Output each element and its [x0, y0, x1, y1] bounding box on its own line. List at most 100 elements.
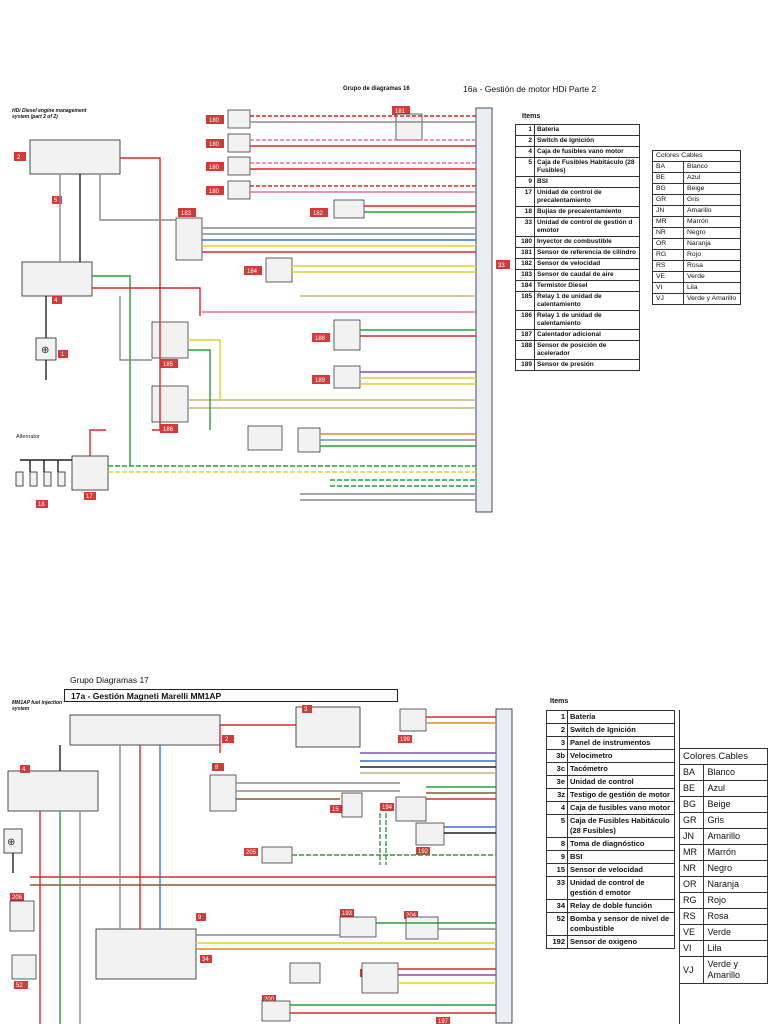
svg-text:8: 8	[215, 765, 219, 771]
item-number: 8	[546, 837, 568, 851]
diagram1-group: Grupo de diagramas 16	[343, 86, 410, 92]
color-code: JN	[678, 828, 705, 845]
item-number: 181	[515, 247, 535, 259]
svg-text:199: 199	[400, 737, 411, 743]
item-number: 3c	[546, 762, 568, 776]
item-description: Unidad de control de gestión d emotor	[534, 217, 640, 237]
item-number: 184	[515, 280, 535, 292]
color-name: Verde y Amarillo	[683, 293, 741, 305]
svg-text:182: 182	[313, 211, 324, 217]
color-code: NR	[652, 227, 684, 239]
svg-text:17: 17	[86, 494, 93, 500]
svg-text:33: 33	[498, 263, 505, 269]
svg-text:189: 189	[315, 378, 326, 384]
item-description: Unidad de control de precalentamiento	[534, 187, 640, 207]
svg-text:18: 18	[38, 502, 45, 508]
item-number: 3z	[546, 788, 568, 802]
svg-text:1: 1	[61, 352, 65, 358]
svg-text:183: 183	[181, 211, 192, 217]
item-description: Panel de instrumentos	[567, 736, 675, 750]
color-name: Blanco	[703, 764, 768, 781]
item-number: 52	[546, 912, 568, 936]
svg-text:192: 192	[418, 849, 429, 855]
svg-text:186: 186	[163, 427, 174, 433]
color-name: Amarillo	[703, 828, 768, 845]
item-description: Caja de Fusibles Habitáculo (28 Fusibles…	[567, 814, 675, 838]
color-code: VI	[652, 282, 684, 294]
svg-text:206: 206	[12, 895, 23, 901]
item-number: 188	[515, 340, 535, 360]
color-code: GR	[652, 194, 684, 206]
item-description: Unidad de control	[567, 775, 675, 789]
color-name: Naranja	[683, 238, 741, 250]
item-description: Caja de fusibles vano motor	[534, 146, 640, 158]
svg-text:Alternator: Alternator	[16, 434, 40, 440]
item-number: 185	[515, 291, 535, 311]
item-description: Switch de Ignición	[534, 135, 640, 147]
item-description: Switch de Ignición	[567, 723, 675, 737]
item-number: 182	[515, 258, 535, 270]
item-description: Batería	[567, 710, 675, 724]
item-description: Caja de Fusibles Habitáculo (28 Fusibles…	[534, 157, 640, 177]
item-description: Sensor de velocidad	[567, 863, 675, 877]
item-description: Sensor de posición de acelerador	[534, 340, 640, 360]
item-number: 186	[515, 310, 535, 330]
color-name: Blanco	[683, 161, 741, 173]
item-description: BSI	[534, 176, 640, 188]
colors-header: Colores Cables	[652, 150, 741, 162]
item-number: 1	[515, 124, 535, 136]
item-number: 15	[546, 863, 568, 877]
svg-text:194: 194	[382, 805, 393, 811]
svg-text:204: 204	[406, 913, 417, 919]
color-code: VI	[678, 940, 705, 957]
color-name: Verde	[683, 271, 741, 283]
item-description: Termistor Diesel	[534, 280, 640, 292]
item-description: Caja de fusibles vano motor	[567, 801, 675, 815]
color-code: BG	[652, 183, 684, 195]
color-name: Beige	[703, 796, 768, 813]
diagram2-items-label: Items	[550, 698, 569, 705]
svg-text:4: 4	[22, 767, 26, 773]
diagram2-system-title: MM1AP fuel injection system	[12, 700, 63, 712]
svg-text:185: 185	[163, 362, 174, 368]
svg-text:200: 200	[264, 997, 275, 1003]
item-description: Velocimetro	[567, 749, 675, 763]
item-number: 2	[515, 135, 535, 147]
item-number: 5	[515, 157, 535, 177]
color-name: Rojo	[683, 249, 741, 261]
diagram2-group: Grupo Diagramas 17	[70, 675, 149, 685]
svg-text:205: 205	[246, 850, 257, 856]
item-number: 187	[515, 329, 535, 341]
color-name: Gris	[683, 194, 741, 206]
svg-text:3: 3	[304, 707, 308, 713]
item-description: Unidad de control de gestión d emotor	[567, 876, 675, 900]
item-number: 5	[546, 814, 568, 838]
item-description: Sensor de caudal de aire	[534, 269, 640, 281]
color-name: Lila	[683, 282, 741, 294]
svg-text:2: 2	[225, 737, 229, 743]
color-code: BG	[678, 796, 705, 813]
svg-text:34: 34	[202, 957, 209, 963]
item-description: Inyector de combustible	[534, 236, 640, 248]
item-number: 192	[546, 935, 568, 949]
